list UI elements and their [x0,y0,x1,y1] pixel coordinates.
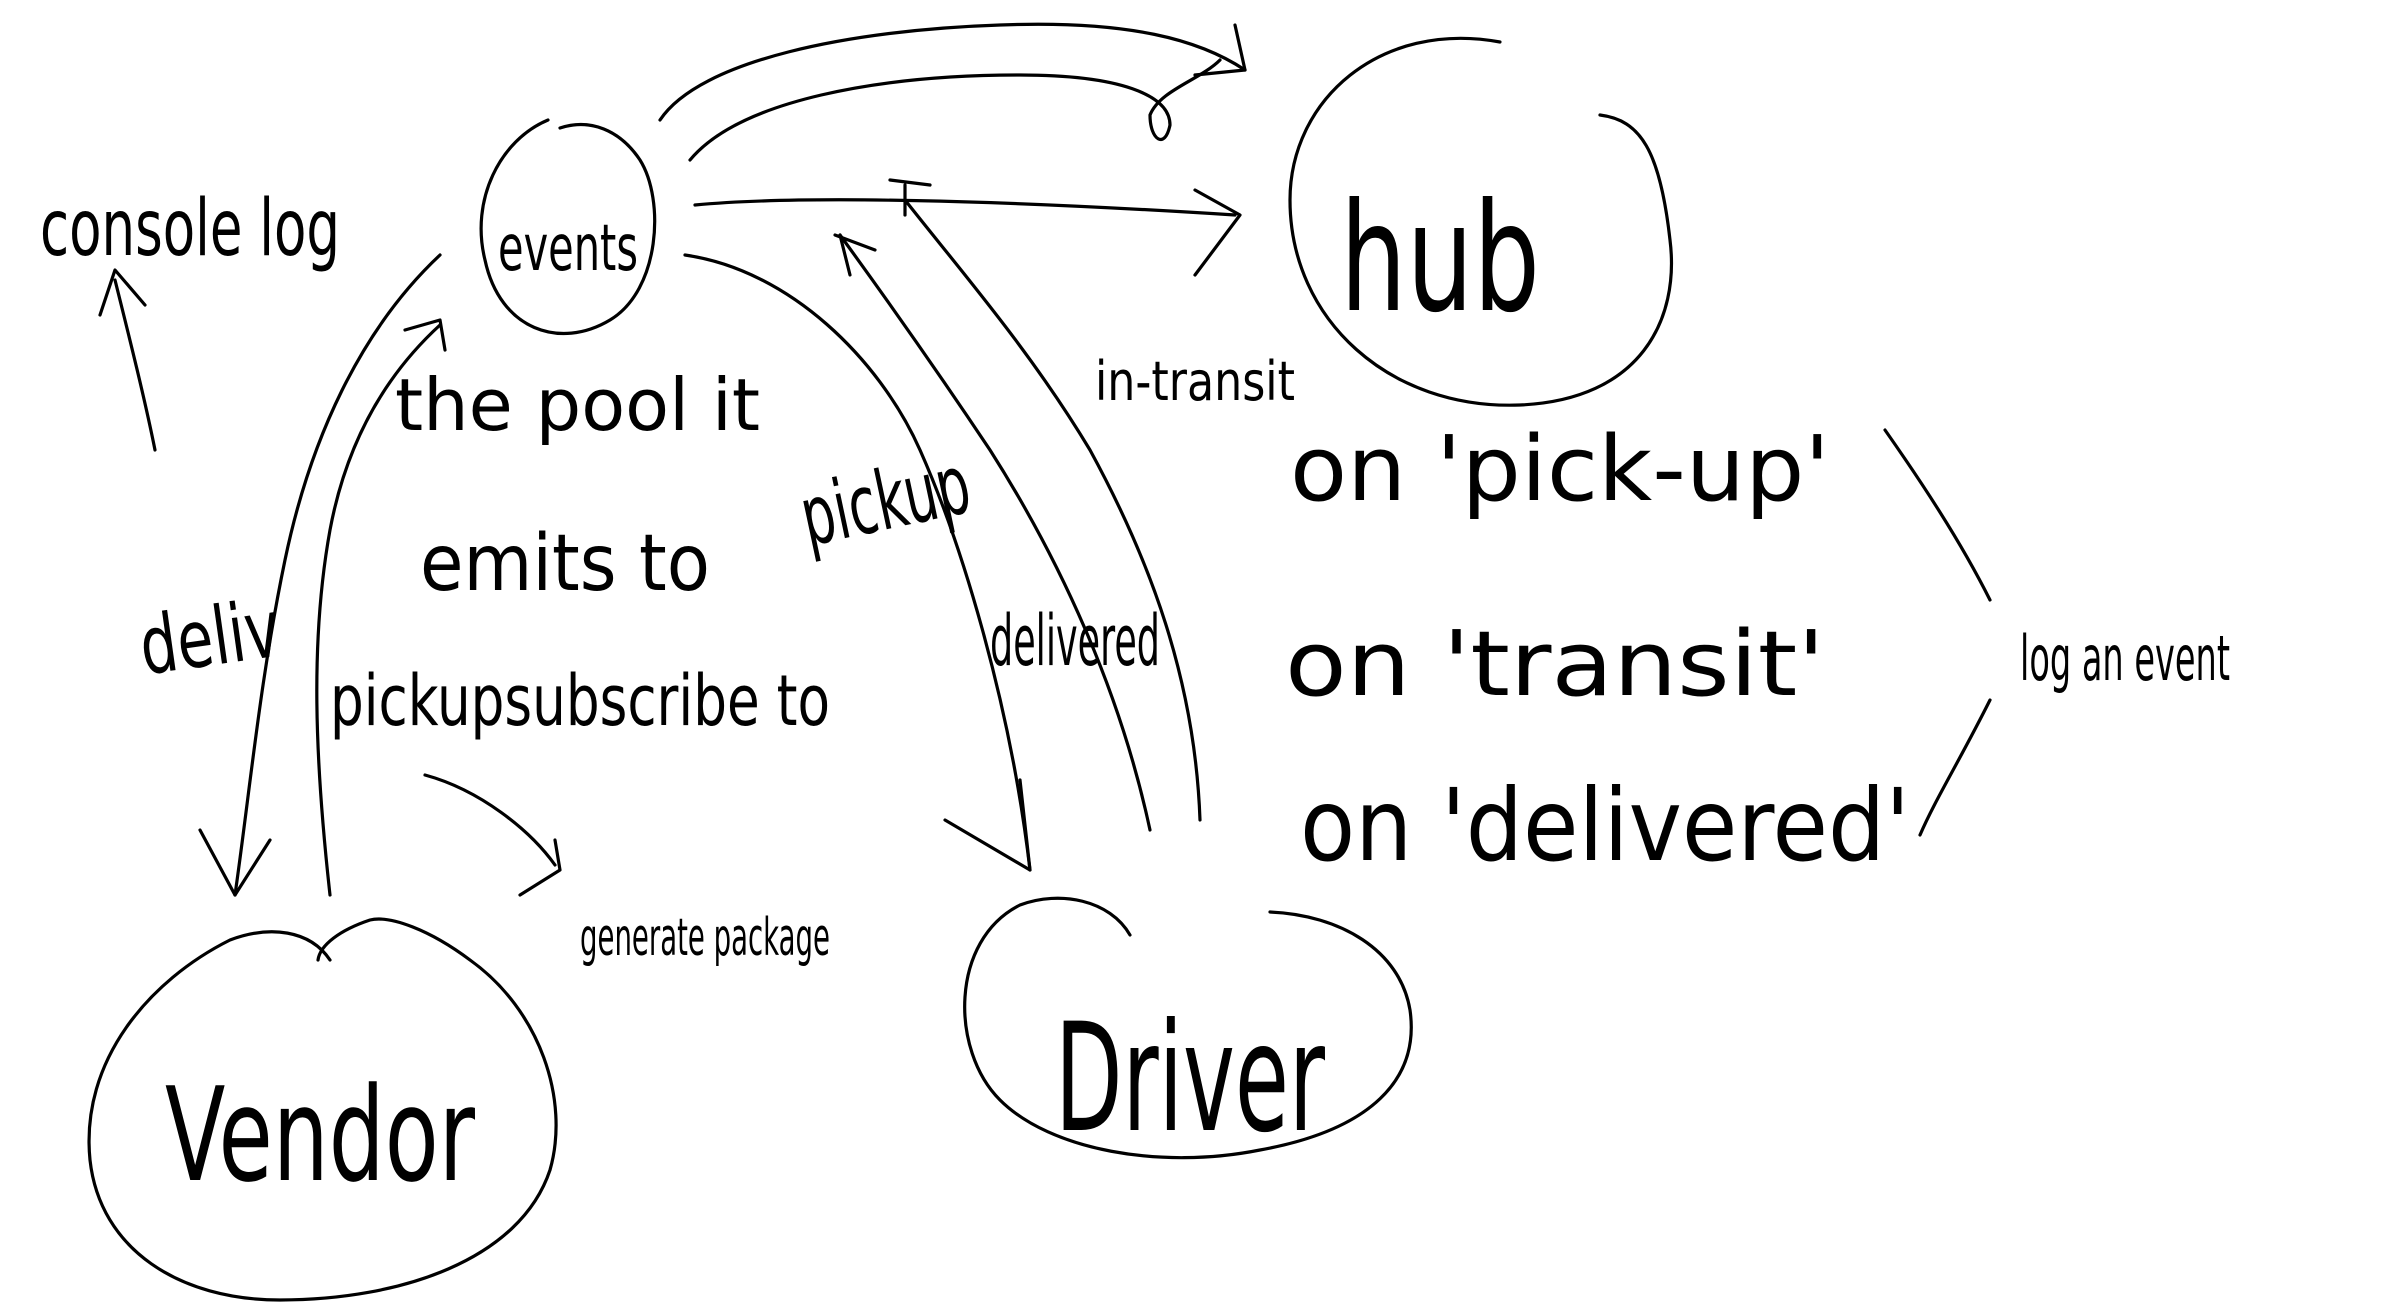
vendor-node: Vendor [87,917,558,1302]
arrow-vendor-to-events [315,318,447,897]
hub-node-outline [1288,36,1674,407]
arrow-events-to-driver [683,253,1032,872]
driver-node: Driver [963,896,1413,1166]
pickup-subscribe-label: pickupsubscribe to [330,660,830,742]
arrow-subscribe-to-generate [423,773,562,897]
emits-to-label: emits to [420,519,710,609]
arrow-delivery-to-console-log [98,268,157,452]
in-transit-label: in-transit [1095,350,1295,413]
console-log-label: console log [40,184,340,274]
arrow-events-to-hub-middle [688,58,1222,162]
vendor-node-outline [87,917,558,1302]
pickup-label: pickup [792,437,978,565]
arrow-driver-to-events-in-transit [888,178,1202,822]
arrow-events-to-hub-top [658,22,1247,122]
arrow-events-to-hub-lower [693,188,1242,277]
brace-log-an-event [1883,428,1992,837]
the-pool-it-label: the pool it [395,363,760,447]
driver-node-label: Driver [1055,992,1325,1166]
generate-package-line1: generate package [580,908,830,968]
hub-node: hub [1288,36,1674,407]
on-delivered-label: on 'delivered' [1300,767,1910,884]
on-pickup-label: on 'pick-up' [1290,417,1830,522]
arrow-driver-to-events-delivered [833,233,1152,832]
hub-node-label: hub [1340,172,1540,346]
driver-node-outline [963,896,1413,1160]
arrow-events-to-vendor [198,253,442,897]
events-node-label: events [498,212,638,286]
delivered-arrow-label: delivered [990,600,1160,682]
delivery-label: deliv [134,582,286,694]
events-node: events [479,118,657,336]
events-node-outline [479,118,657,336]
log-an-event-label: log an event [2020,622,2230,695]
vendor-node-label: Vendor [165,1059,475,1211]
on-transit-label: on 'transit' [1285,612,1825,717]
